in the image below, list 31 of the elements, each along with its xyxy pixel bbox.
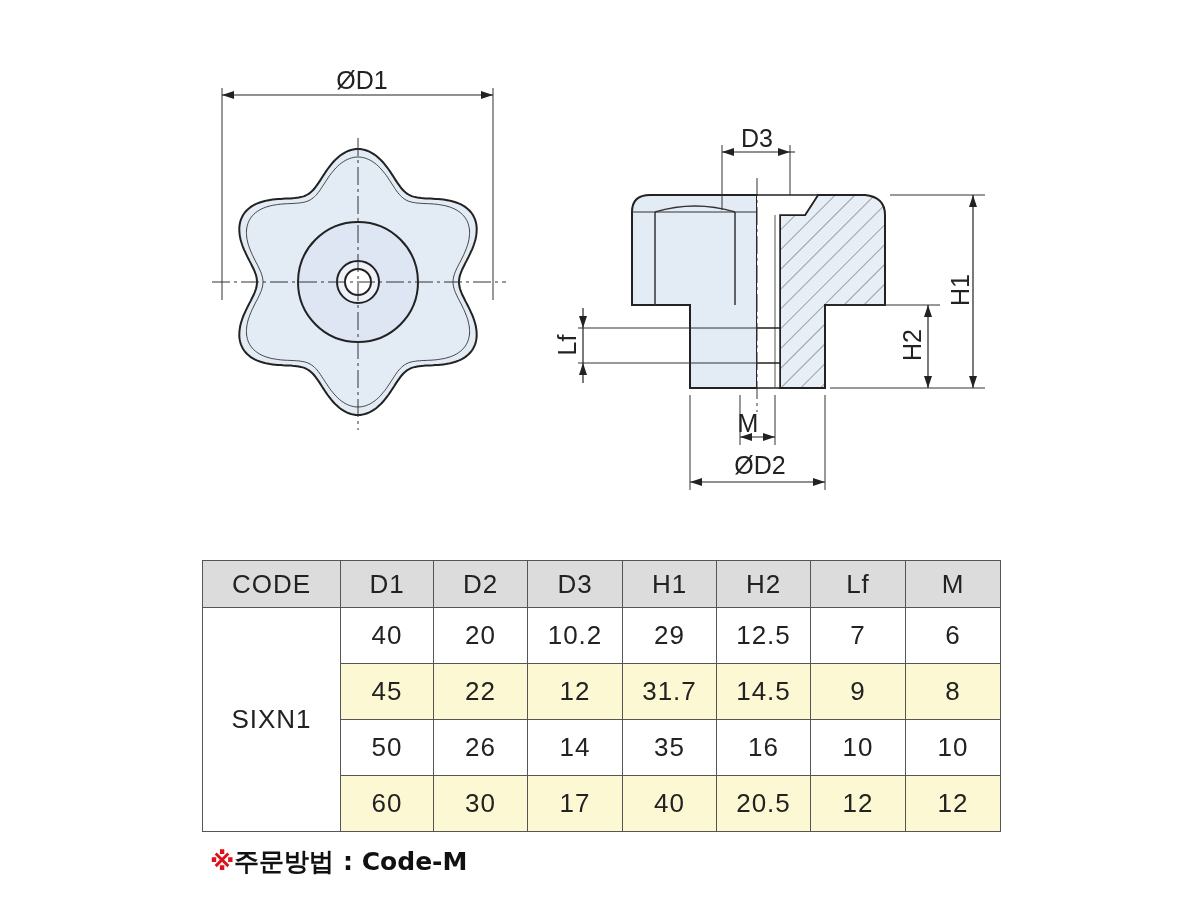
order-note: ※주문방법 : Code-M — [210, 846, 468, 878]
table-cell: 9 — [810, 663, 906, 720]
table-cell: 20.5 — [716, 775, 811, 832]
dimension-label: ØD1 — [336, 67, 388, 93]
table-cell: 45 — [340, 663, 434, 720]
table-cell: 12 — [905, 775, 1001, 832]
header-cell: H1 — [622, 560, 717, 608]
dimension-label: D3 — [741, 125, 773, 151]
dimension-label: H1 — [947, 274, 973, 306]
header-cell: D3 — [527, 560, 623, 608]
table-cell: 12 — [527, 663, 623, 720]
header-cell: D2 — [433, 560, 528, 608]
dimension-label: M — [737, 410, 759, 436]
header-cell: D1 — [340, 560, 434, 608]
table-cell: 22 — [433, 663, 528, 720]
dimension-label: Lf — [554, 334, 580, 356]
table-cell: 40 — [622, 775, 717, 832]
table-cell: 30 — [433, 775, 528, 832]
header-cell: Lf — [810, 560, 906, 608]
dimension-label: H2 — [899, 329, 925, 361]
table-cell: 8 — [905, 663, 1001, 720]
table-cell: 12 — [810, 775, 906, 832]
table-cell: 31.7 — [622, 663, 717, 720]
header-cell: M — [905, 560, 1001, 608]
header-cell: CODE — [202, 560, 341, 608]
table-cell: 17 — [527, 775, 623, 832]
table-cell: 14.5 — [716, 663, 811, 720]
header-cell: H2 — [716, 560, 811, 608]
table-cell: SIXN1 — [202, 607, 341, 832]
dimension-label: ØD2 — [734, 452, 786, 478]
table-cell: 60 — [340, 775, 434, 832]
